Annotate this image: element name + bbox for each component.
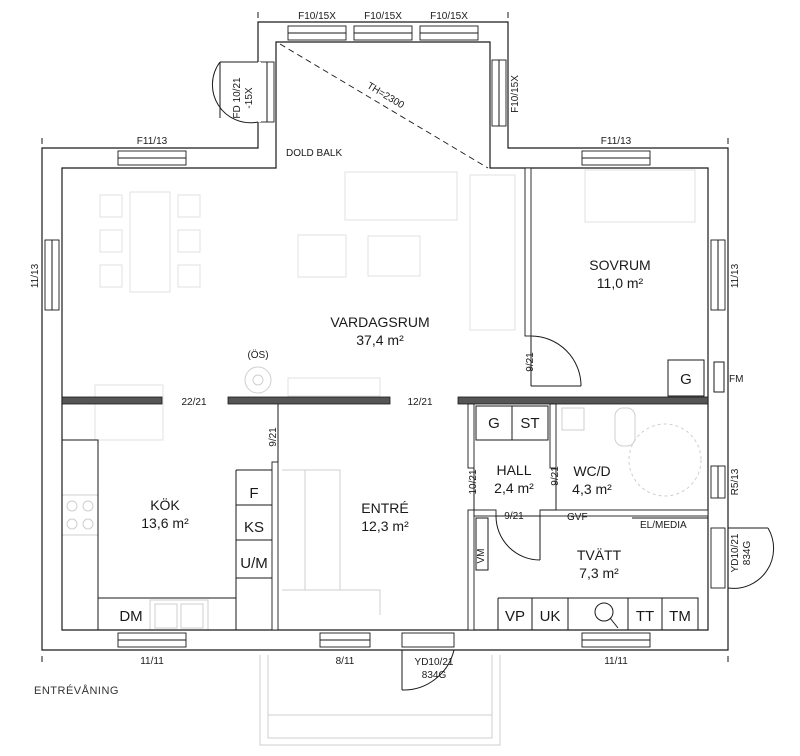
window-label-left-top: F11/13 <box>137 136 168 147</box>
door-label-entre: 9/21 <box>268 427 279 447</box>
window-label-bottom-mid: 8/11 <box>336 656 355 667</box>
door-label-fd-2: -15X <box>244 87 255 108</box>
room-hall-area: 2,4 m² <box>494 480 534 496</box>
floor-title: ENTRÉVÅNING <box>34 684 119 697</box>
fixture-um: U/M <box>240 555 268 572</box>
room-wcd-name: WC/D <box>573 463 610 479</box>
interior-walls <box>61 167 709 631</box>
door-labels: FD 10/21 -15X 22/21 12/21 9/21 9/21 9/21… <box>181 77 753 681</box>
fixture-f: F <box>249 485 258 502</box>
room-entre-area: 12,3 m² <box>361 518 409 534</box>
corner-ticks <box>41 12 729 662</box>
windows <box>44 25 726 648</box>
window-label-bottom-right: 11/11 <box>604 656 628 667</box>
room-entre-name: ENTRÉ <box>361 500 408 516</box>
room-tvatt-area: 7,3 m² <box>579 565 619 581</box>
window-label-top3: F10/15X <box>430 11 468 22</box>
room-vardagsrum-area: 37,4 m² <box>356 332 404 348</box>
window-label-right-r5: R5/13 <box>730 468 741 495</box>
door-label-wc: 9/21 <box>550 466 561 486</box>
exterior-doors <box>211 61 775 691</box>
room-vardagsrum-name: VARDAGSRUM <box>330 314 429 330</box>
fixture-uk: UK <box>540 608 561 625</box>
room-labels: VARDAGSRUM 37,4 m² SOVRUM 11,0 m² KÖK 13… <box>141 257 650 581</box>
fixture-dm: DM <box>119 608 142 625</box>
door-label-bed: 9/21 <box>525 352 536 372</box>
fixture-g-hall: G <box>488 415 500 432</box>
window-label-top1: F10/15X <box>298 11 336 22</box>
door-label-22-21: 22/21 <box>181 397 206 408</box>
door-label-yd-right-1: YD10/21 <box>730 533 741 572</box>
door-label-hall: 10/21 <box>468 469 479 494</box>
window-labels: F10/15X F10/15X F10/15X F10/15X F11/13 F… <box>30 11 741 667</box>
room-sovrum-area: 11,0 m² <box>597 275 644 291</box>
fixture-tm: TM <box>669 608 691 625</box>
door-label-12-21: 12/21 <box>407 397 432 408</box>
door-label-yd-right-2: 834G <box>742 541 753 566</box>
window-label-right-bay: F10/15X <box>510 75 521 113</box>
room-kok-area: 13,6 m² <box>141 515 189 531</box>
annotation-os: (ÖS) <box>247 349 268 361</box>
fixture-st: ST <box>520 415 539 432</box>
room-sovrum-name: SOVRUM <box>589 257 650 273</box>
annotation-gvf: GVF <box>567 512 588 523</box>
door-label-yd-bottom-2: 834G <box>422 670 447 681</box>
fixture-vp: VP <box>505 608 525 625</box>
annotation-vm: VM <box>476 549 487 564</box>
fixture-g-bedroom: G <box>680 371 692 388</box>
fixture-ks: KS <box>244 519 264 536</box>
window-label-right-top: F11/13 <box>601 136 632 147</box>
window-label-right-side: 11/13 <box>730 263 741 288</box>
annotation-fm: FM <box>729 374 743 385</box>
interior-doors <box>277 43 725 561</box>
window-label-bottom-left: 11/11 <box>140 656 164 667</box>
door-label-tvatt: 9/21 <box>504 511 524 522</box>
room-kok-name: KÖK <box>150 496 180 513</box>
door-label-fd-1: FD 10/21 <box>232 77 243 119</box>
porch <box>259 655 501 746</box>
window-label-left-side: 11/13 <box>30 263 41 288</box>
room-hall-name: HALL <box>496 462 531 478</box>
fixture-tt: TT <box>636 608 654 625</box>
room-wcd-area: 4,3 m² <box>572 481 612 497</box>
fixture-labels: G G ST F KS U/M DM VP UK TT TM <box>119 371 692 625</box>
door-label-yd-bottom-1: YD10/21 <box>415 657 454 668</box>
annotation-dold-balk: DOLD BALK <box>286 148 342 159</box>
sink-symbol <box>594 602 619 629</box>
room-tvatt-name: TVÄTT <box>577 547 622 563</box>
window-label-top2: F10/15X <box>364 11 402 22</box>
annotation-el-media: EL/MEDIA <box>640 520 687 531</box>
